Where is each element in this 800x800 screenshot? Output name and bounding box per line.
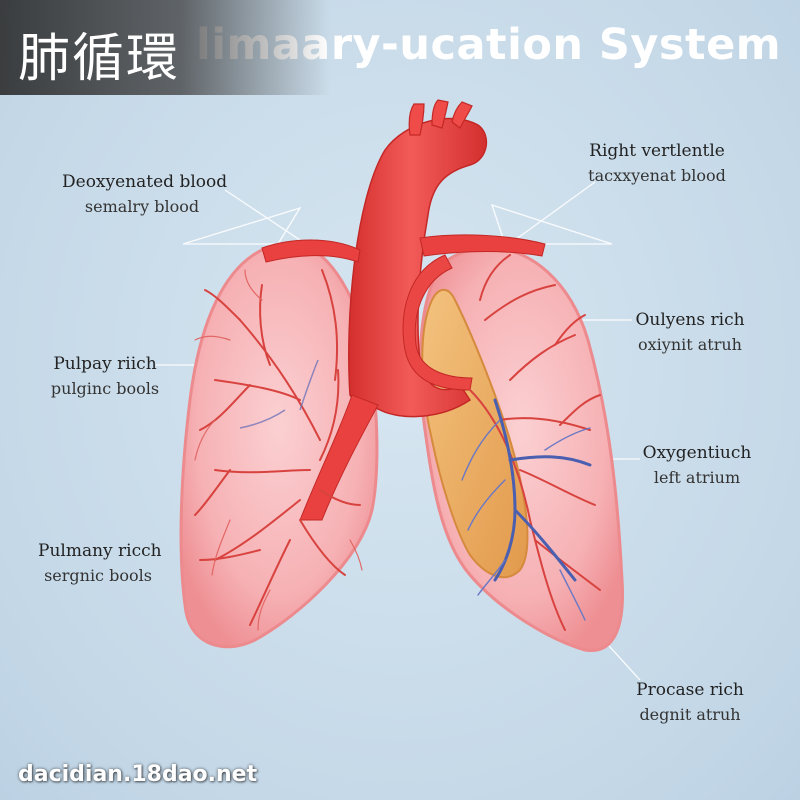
label-top-right-line2: tacxxyenat blood <box>588 166 726 185</box>
label-right-2: Oxygentiuch left atrium <box>637 445 757 486</box>
title-chinese: 肺循環 <box>18 29 181 89</box>
label-top-left-line2: semalry blood <box>84 197 200 216</box>
label-top-left: Deoxyenated blood semalry blood <box>62 172 228 216</box>
label-top-right-line1: Right vertlentle <box>589 141 725 161</box>
pulmonary-branch-left <box>261 239 361 263</box>
label-bottom-right-line2: degnit atruh <box>639 705 741 724</box>
right-lung-vessels <box>469 254 601 631</box>
label-mid-left: Pulpay riich pulginc bools <box>50 356 160 397</box>
label-mid-left-line1: Pulpay riich <box>53 354 157 374</box>
pulmonary-branch-right <box>419 234 546 257</box>
aortic-branches <box>408 99 473 136</box>
label-top-left-line1: Deoxyenated blood <box>62 172 228 192</box>
label-right-1-line1: Oulyens rich <box>635 310 745 330</box>
label-right-2-line1: Oxygentiuch <box>642 443 752 463</box>
label-bottom-right-line1: Procase rich <box>636 680 744 700</box>
label-bottom-right: Procase rich degnit atruh <box>630 682 750 723</box>
label-top-right: Right vertlentle tacxxyenat blood <box>582 143 732 184</box>
label-right-1-line2: oxiynit atruh <box>638 335 742 354</box>
left-lung <box>179 242 379 649</box>
label-right-1: Oulyens rich oxiynit atruh <box>630 312 750 353</box>
title-bar: limaary-ucation System 肺循環 <box>0 0 800 95</box>
pulmonary-artery-left <box>299 394 379 521</box>
label-bottom-left-line1: Pulmany ricch <box>38 541 162 561</box>
watermark: dacidian.18dao.net <box>18 762 258 787</box>
title-chinese-panel: 肺循環 <box>0 0 330 95</box>
heart-tissue <box>421 288 529 579</box>
aorta <box>348 117 488 418</box>
label-mid-left-line2: pulginc bools <box>50 379 160 398</box>
label-bottom-left-line2: sergnic bools <box>44 566 152 585</box>
label-bottom-left: Pulmany ricch sergnic bools <box>38 541 162 585</box>
pulmonary-veins <box>493 398 592 582</box>
left-lung-vessels <box>194 269 361 626</box>
label-right-2-line2: left atrium <box>653 468 741 487</box>
